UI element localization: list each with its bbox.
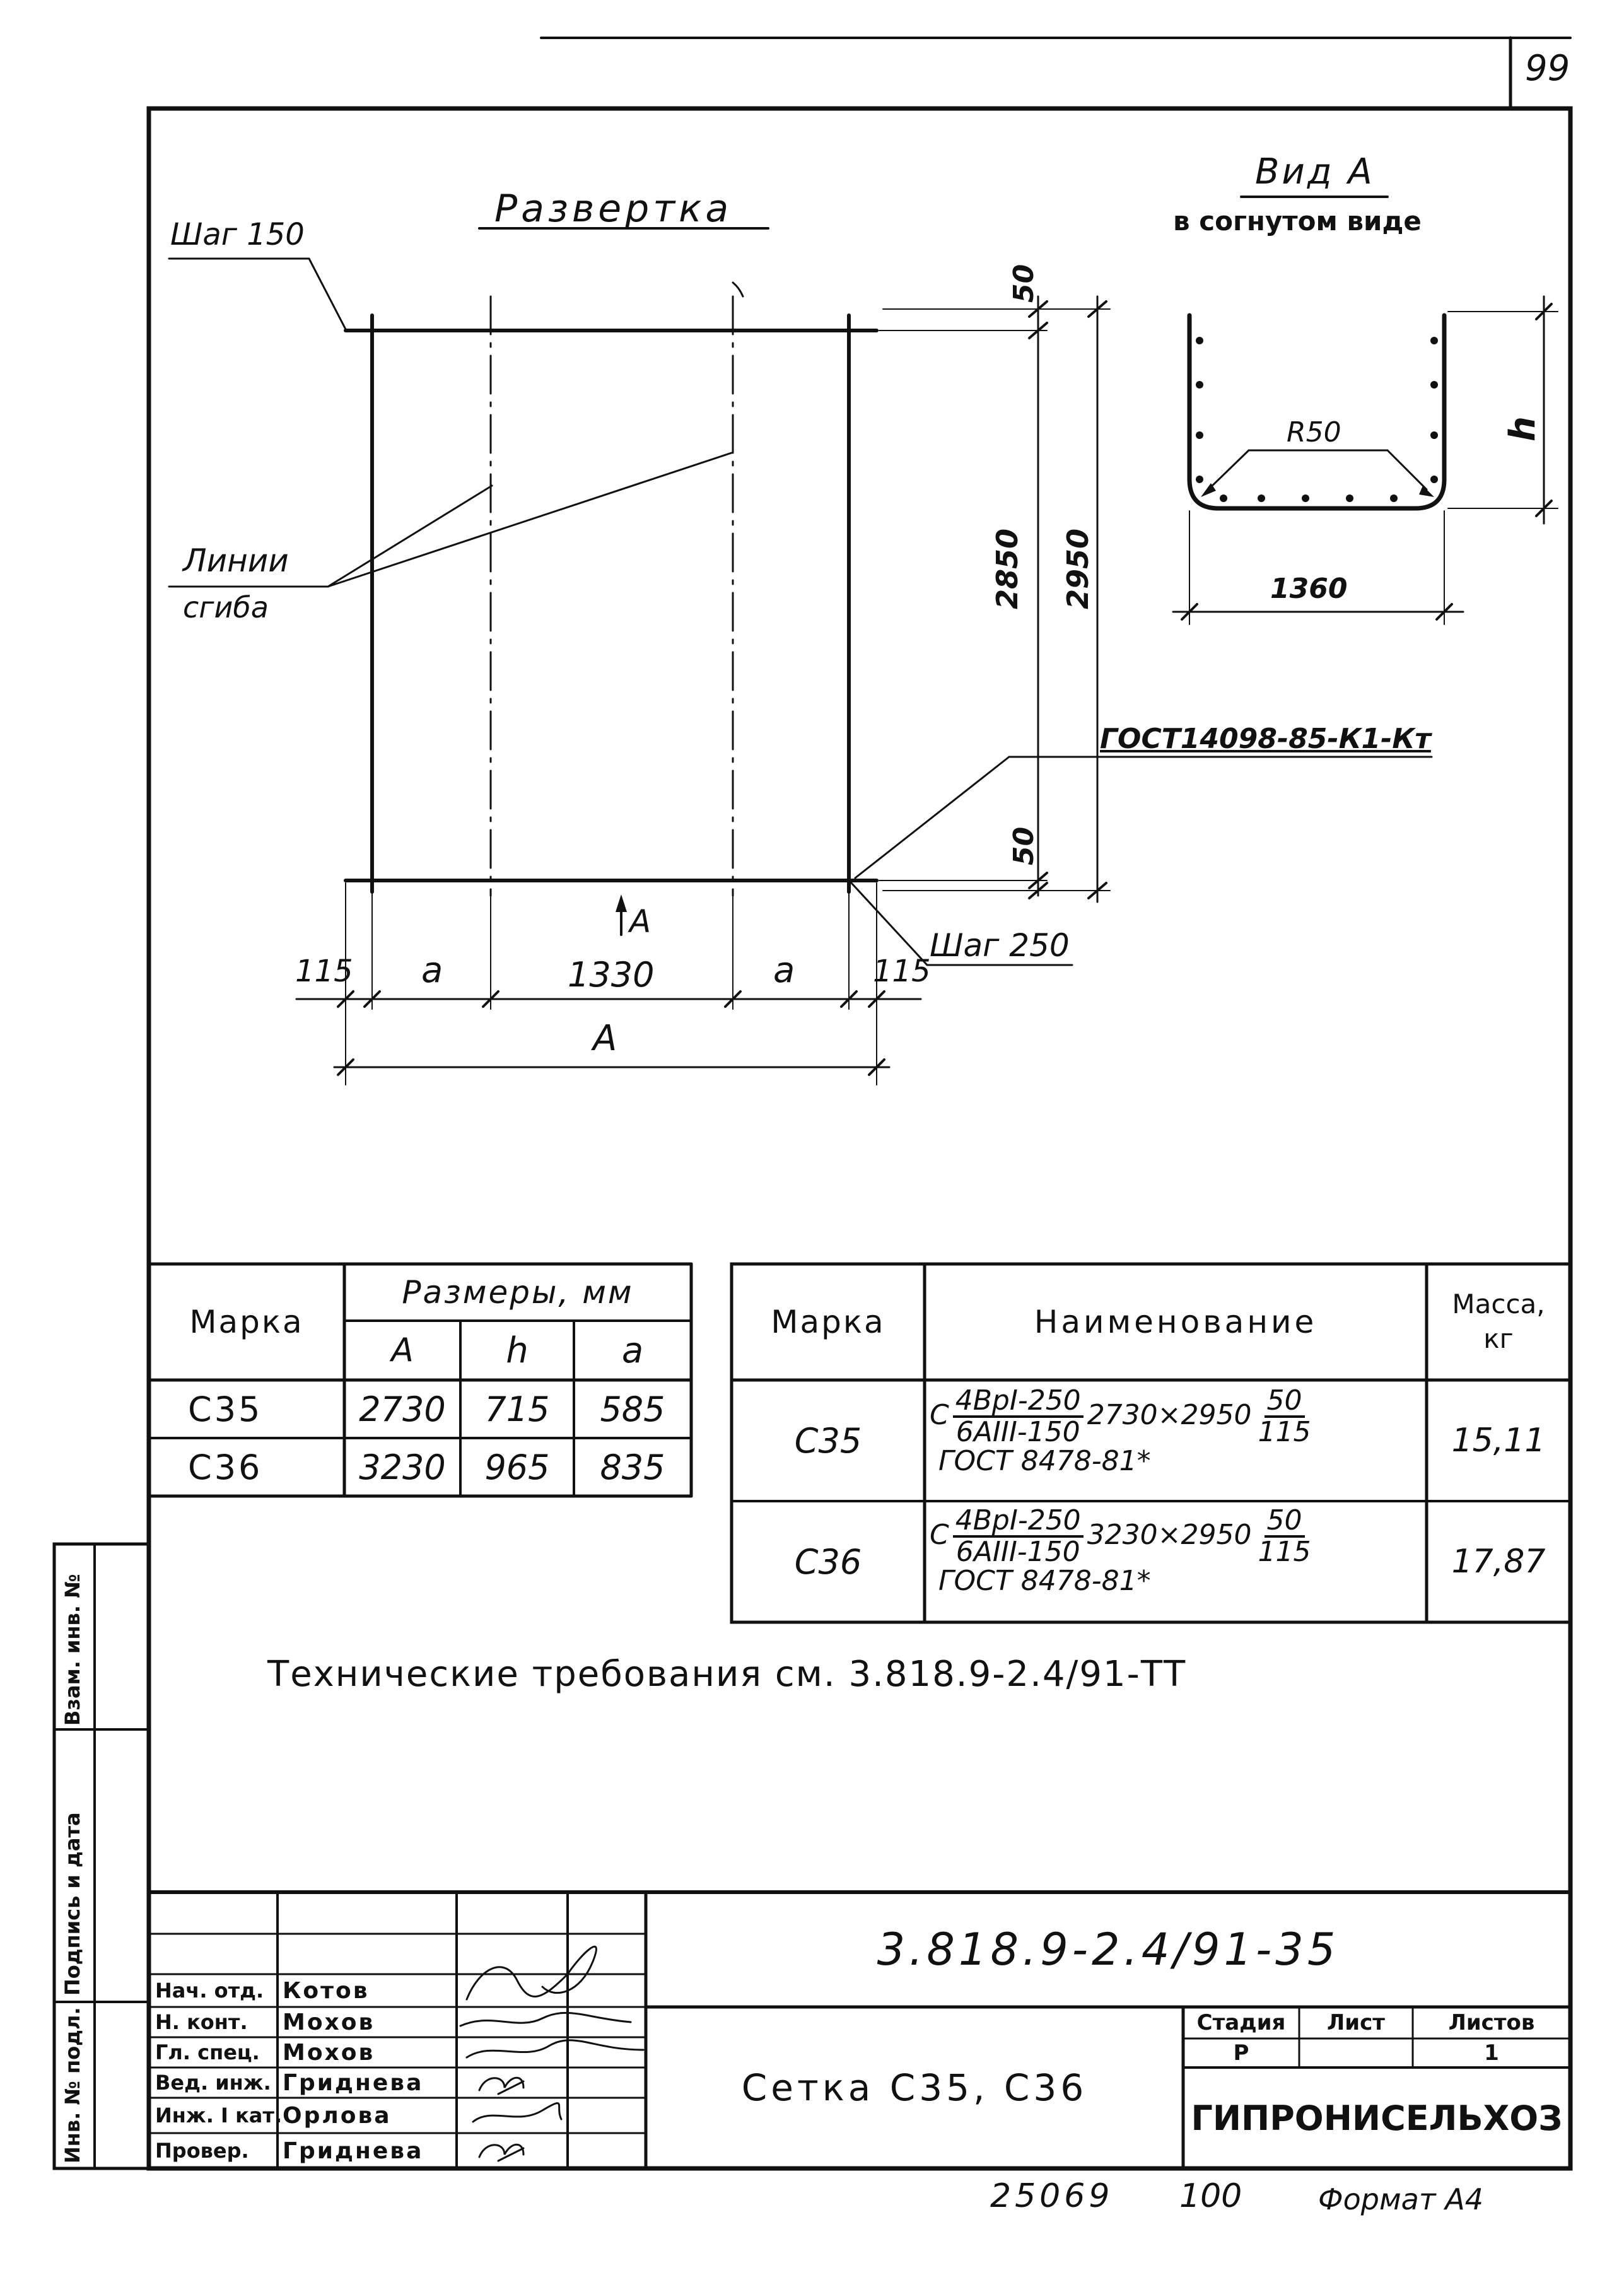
dim-a-right: a bbox=[773, 950, 795, 991]
view-arrow-label: А bbox=[629, 903, 651, 940]
doc-code: 3.818.9-2.4/91-35 bbox=[877, 1924, 1340, 1975]
dim-a-left: a bbox=[421, 950, 443, 991]
sheets-value: 1 bbox=[1484, 2040, 1499, 2066]
signer-name: Гриднева bbox=[283, 2069, 424, 2096]
sizes-sub-a: a bbox=[621, 1330, 644, 1371]
page-number: 99 bbox=[1525, 48, 1570, 89]
spec-size: 3230×2950 bbox=[1087, 1519, 1252, 1552]
spec-row-mark: С35 bbox=[794, 1420, 862, 1461]
sizes-header-mark: Марка bbox=[189, 1304, 304, 1340]
spec-overhang-num: 50 bbox=[1264, 1506, 1305, 1538]
sizes-row-h: 965 bbox=[484, 1447, 550, 1487]
view-a-radius: R50 bbox=[1287, 416, 1341, 448]
view-a-title: Вид А bbox=[1255, 151, 1375, 192]
spec-overhang-den: 115 bbox=[1258, 1416, 1311, 1449]
signer-name: Мохов bbox=[283, 2039, 375, 2066]
organization: ГИПРОНИСЕЛЬХОЗ bbox=[1191, 2098, 1563, 2138]
spec-gost: ГОСТ 8478-81* bbox=[938, 1445, 1151, 1478]
spec-gost: ГОСТ 8478-81* bbox=[938, 1565, 1151, 1598]
signature-scribble bbox=[478, 2143, 525, 2162]
spec-prefix: С bbox=[930, 1519, 949, 1552]
signer-role: Вед. инж. bbox=[155, 2071, 271, 2095]
signer-role: Провер. bbox=[155, 2139, 249, 2163]
step-top-label: Шаг 150 bbox=[170, 217, 305, 252]
dim-1330: 1330 bbox=[568, 955, 655, 995]
sizes-row-h: 715 bbox=[484, 1389, 550, 1429]
drawing-title: Развертка bbox=[494, 187, 733, 231]
tech-requirements: Технические требования см. 3.818.9-2.4/9… bbox=[267, 1654, 1187, 1695]
sizes-row-A: 3230 bbox=[359, 1447, 446, 1487]
signature-scribble bbox=[472, 2102, 563, 2123]
spec-header-name: Наименование bbox=[1034, 1304, 1317, 1340]
sheet-header: Лист bbox=[1327, 2010, 1385, 2035]
drawing-name: Сетка С35, С36 bbox=[741, 2066, 1088, 2109]
sizes-sub-A: А bbox=[391, 1331, 414, 1369]
bend-lines-label-2: сгиба bbox=[183, 590, 269, 624]
signer-role: Н. конт. bbox=[155, 2010, 248, 2034]
spec-prefix: С bbox=[930, 1399, 949, 1432]
view-a-width: 1360 bbox=[1270, 573, 1348, 605]
signature-scribble bbox=[478, 2076, 525, 2095]
spec-rebar-num: 4ВрI-250 bbox=[952, 1386, 1084, 1418]
stage-header: Стадия bbox=[1196, 2010, 1286, 2035]
signer-name: Котов bbox=[283, 1977, 370, 2004]
sizes-header-sizes: Размеры, мм bbox=[402, 1274, 634, 1311]
spec-row-mass: 17,87 bbox=[1451, 1543, 1546, 1581]
signature-scribble bbox=[465, 2039, 645, 2059]
signer-role: Гл. спец. bbox=[155, 2040, 260, 2064]
signature-scribble bbox=[465, 1945, 597, 2001]
signer-name: Орлова bbox=[283, 2102, 392, 2129]
signer-role: Нач. отд. bbox=[155, 1979, 264, 2003]
signer-role: Инж. I кат. bbox=[155, 2103, 283, 2127]
spec-rebar-den: 6АIII-150 bbox=[955, 1536, 1080, 1569]
sizes-row-a: 835 bbox=[600, 1447, 665, 1487]
dim-total-A: А bbox=[593, 1018, 617, 1059]
signature-scribble bbox=[459, 2011, 632, 2027]
sheets-header: Листов bbox=[1448, 2010, 1535, 2035]
stage-value: Р bbox=[1233, 2040, 1249, 2066]
spec-rebar-den: 6АIII-150 bbox=[955, 1416, 1080, 1449]
footer-code: 25069 bbox=[990, 2177, 1114, 2215]
gost-callout: ГОСТ14098-85-К1-Кт bbox=[1100, 723, 1431, 755]
spec-row-mass: 15,11 bbox=[1451, 1422, 1546, 1459]
spec-overhang-den: 115 bbox=[1258, 1536, 1311, 1569]
dim-right-115: 115 bbox=[873, 954, 931, 989]
spec-row-mark: С36 bbox=[794, 1541, 862, 1582]
spec-header-mass: Масса, кг bbox=[1452, 1289, 1545, 1354]
sizes-row-A: 2730 bbox=[359, 1389, 446, 1429]
bend-lines-label-1: Линии bbox=[183, 542, 289, 579]
step-bottom-label: Шаг 250 bbox=[930, 927, 1070, 964]
spec-rebar-num: 4ВрI-250 bbox=[952, 1506, 1084, 1538]
view-a-subtitle: в согнутом виде bbox=[1173, 206, 1422, 237]
sizes-row-mark: С35 bbox=[188, 1389, 263, 1429]
signer-name: Гриднева bbox=[283, 2138, 424, 2164]
sizes-row-a: 585 bbox=[600, 1389, 665, 1429]
footer-format: Формат А4 bbox=[1318, 2182, 1483, 2216]
signer-name: Мохов bbox=[283, 2009, 375, 2035]
sizes-row-mark: С36 bbox=[188, 1447, 263, 1487]
spec-size: 2730×2950 bbox=[1087, 1399, 1252, 1432]
footer-number: 100 bbox=[1179, 2177, 1242, 2215]
sizes-sub-h: h bbox=[506, 1330, 529, 1371]
spec-overhang-num: 50 bbox=[1264, 1386, 1305, 1418]
dim-left-115: 115 bbox=[295, 954, 353, 989]
spec-header-mark: Марка bbox=[771, 1304, 885, 1340]
